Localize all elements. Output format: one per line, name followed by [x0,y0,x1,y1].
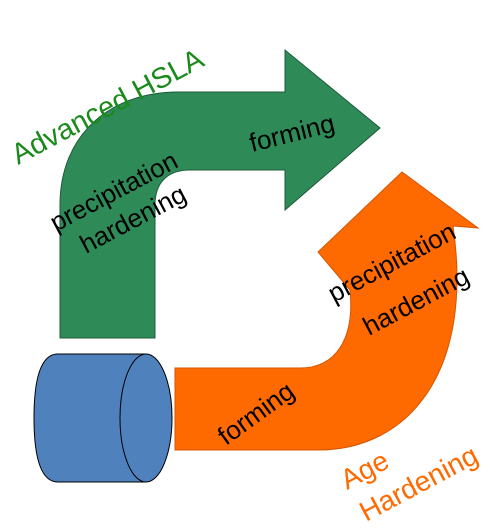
cylinder-end-face [119,353,173,483]
age-hardening-arrow [174,171,480,451]
blank-cylinder [33,353,173,483]
cylinder-body [33,353,146,483]
advanced-hsla-arrow [59,48,381,339]
